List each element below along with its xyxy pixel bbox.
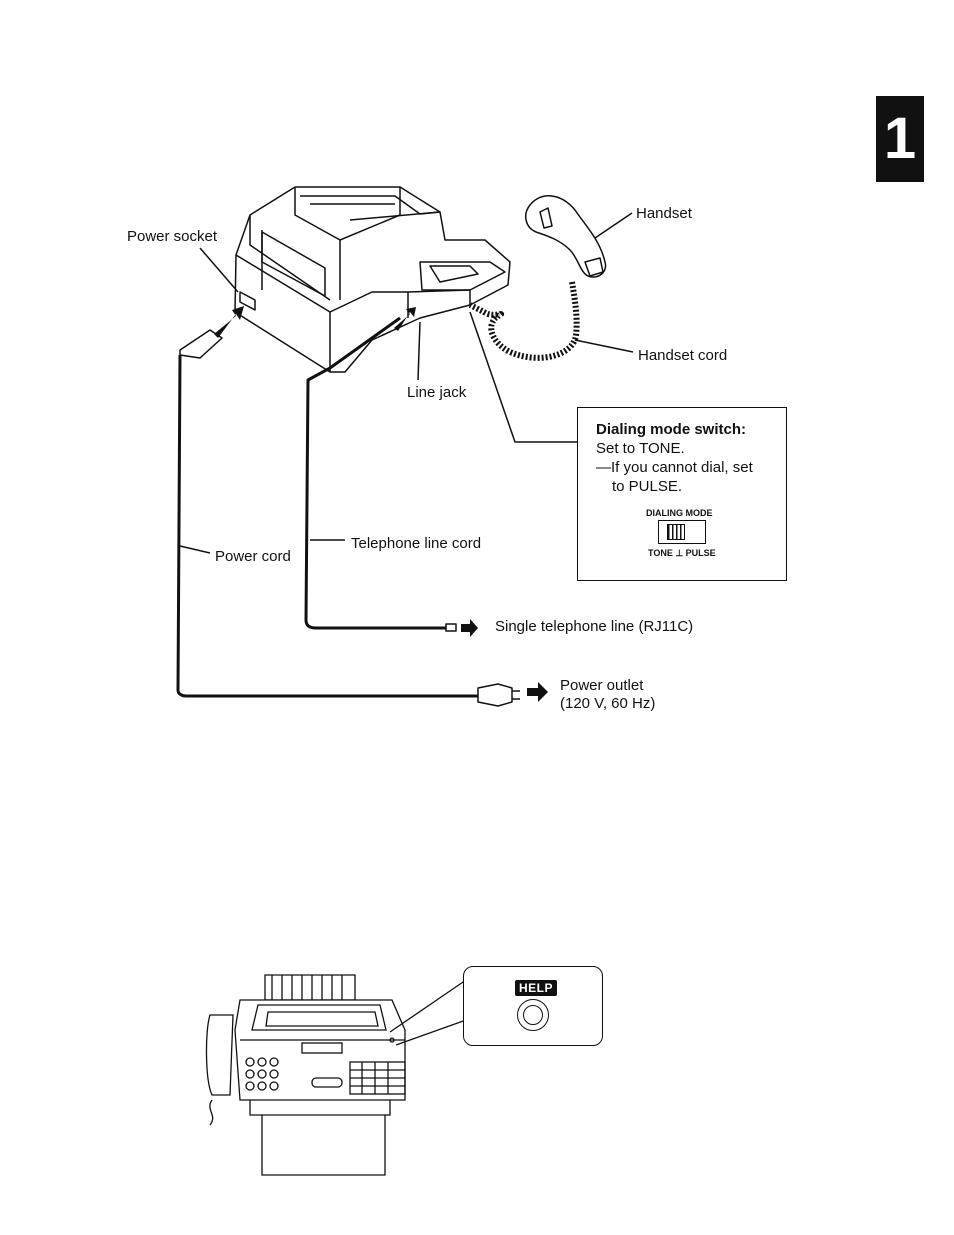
help-label: HELP	[515, 980, 557, 996]
single-telephone-line-label: Single telephone line (RJ11C)	[495, 618, 693, 636]
dialing-mode-switch-positions: TONE ⊥ PULSE	[648, 548, 716, 559]
power-socket-label: Power socket	[127, 228, 217, 246]
telephone-line-arrow-icon	[461, 619, 478, 637]
help-button-icon	[517, 999, 549, 1031]
handset-drawing	[526, 196, 606, 277]
handset-cord-label: Handset cord	[638, 347, 727, 365]
power-outlet-label: Power outlet	[560, 677, 643, 695]
power-outlet-arrow-icon	[527, 682, 548, 702]
dialing-mode-heading: Dialing mode switch:	[596, 420, 746, 439]
help-callout: HELP	[463, 966, 603, 1046]
handset-label: Handset	[636, 205, 692, 223]
fax-machine-drawing	[235, 187, 510, 372]
power-outlet-spec-label: (120 V, 60 Hz)	[560, 695, 655, 713]
power-cord-label: Power cord	[215, 548, 291, 566]
power-cord-drawing	[178, 355, 478, 696]
dialing-mode-info-box: Dialing mode switch: Set to TONE. —If yo…	[577, 407, 787, 581]
telephone-line-cord-label: Telephone line cord	[351, 535, 481, 553]
dialing-mode-switch-title: DIALING MODE	[646, 508, 713, 518]
dialing-mode-line2: —If you cannot dial, set	[596, 458, 753, 477]
dialing-mode-line3: to PULSE.	[612, 477, 682, 496]
line-jack-label: Line jack	[407, 384, 466, 402]
power-socket-arrow	[214, 306, 244, 338]
fax-help-illustration	[206, 975, 466, 1175]
dialing-mode-switch-icon	[658, 520, 706, 544]
dialing-mode-line1: Set to TONE.	[596, 439, 685, 458]
